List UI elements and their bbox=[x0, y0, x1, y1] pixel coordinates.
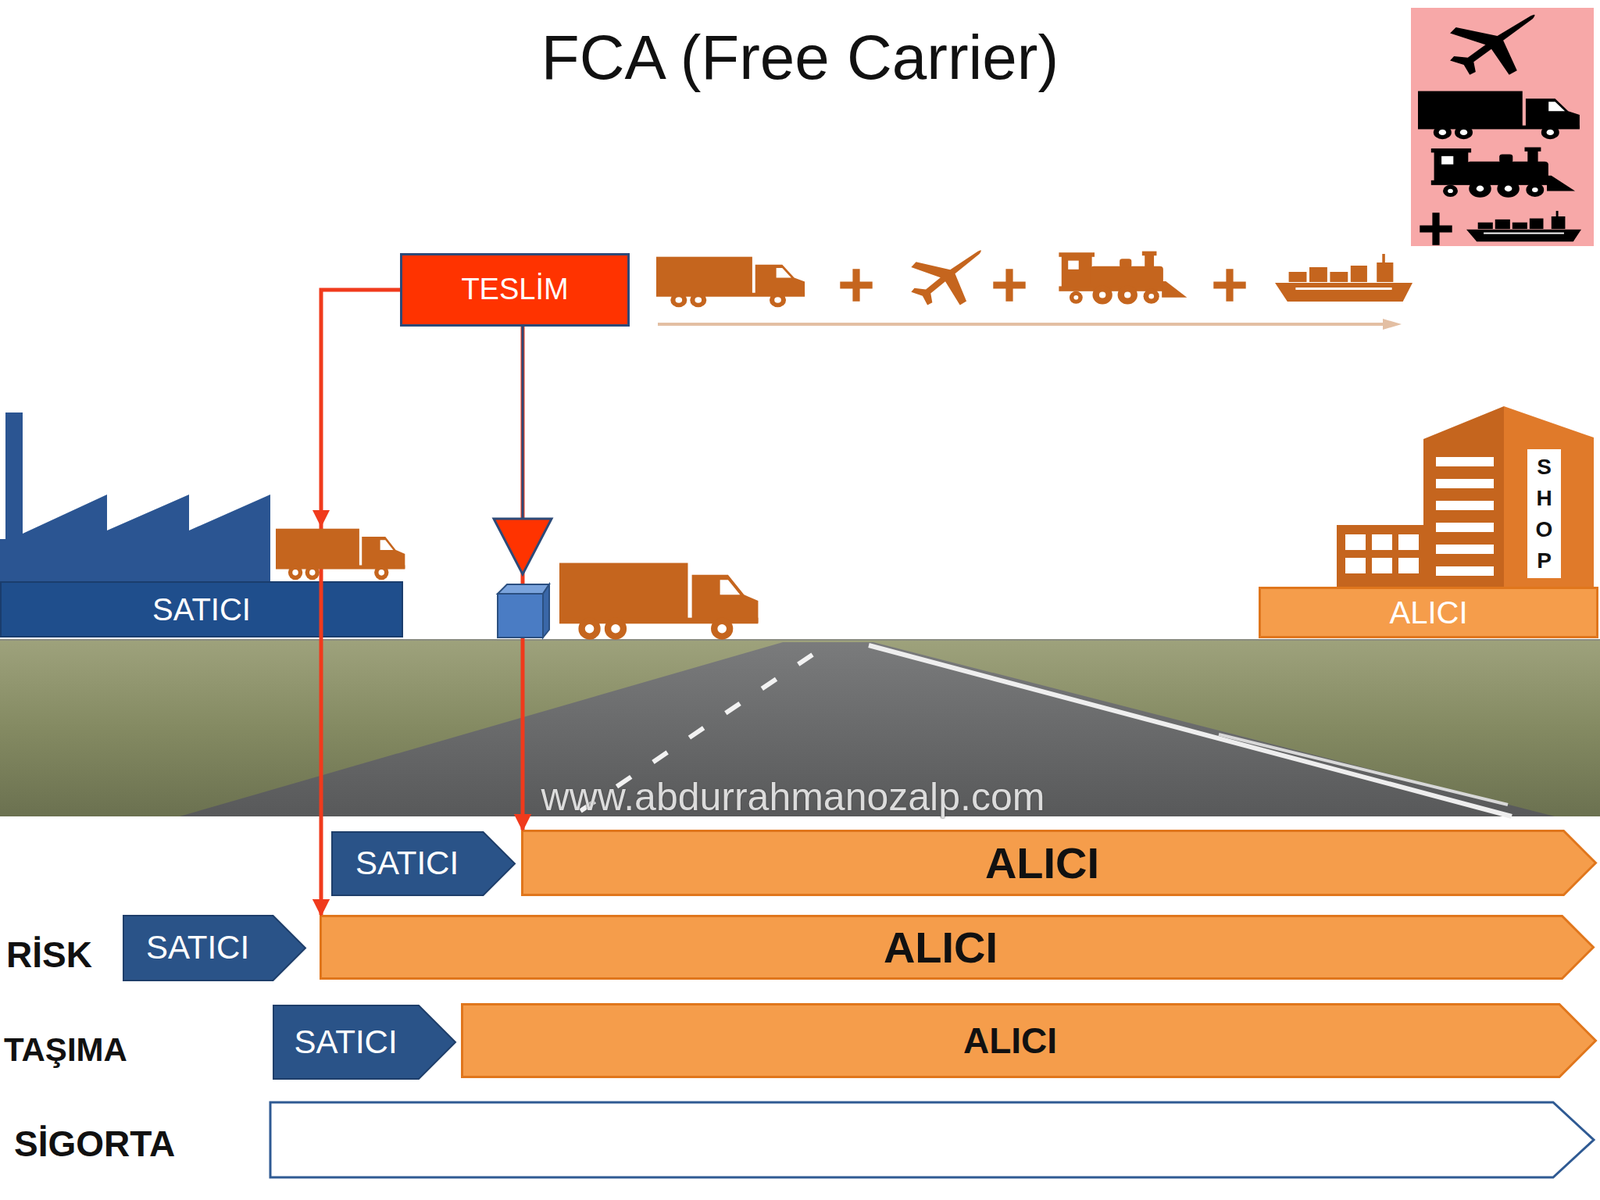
plus-symbol bbox=[1213, 268, 1246, 301]
seller-band: SATICI bbox=[0, 581, 404, 638]
buyer-arrow: ALICI bbox=[460, 1003, 1597, 1079]
buyer-arrow: ALICI bbox=[319, 914, 1595, 980]
seller-arrow: SATICI bbox=[331, 831, 516, 897]
route-arrow bbox=[657, 318, 1402, 330]
node-label: ALICI bbox=[1389, 595, 1468, 630]
pickup-arrowhead bbox=[312, 510, 330, 528]
pickup-truck bbox=[275, 528, 405, 580]
row-heading: RİSK bbox=[6, 929, 124, 980]
plane-icon bbox=[910, 250, 982, 305]
route-head bbox=[1382, 318, 1402, 330]
truck-icon bbox=[656, 257, 805, 308]
arrow-shape bbox=[321, 916, 1594, 979]
shop-low-block bbox=[1336, 525, 1427, 588]
arrow-shape bbox=[332, 832, 515, 896]
train-icon bbox=[1431, 147, 1575, 198]
ship-icon bbox=[1275, 253, 1413, 302]
goods-box bbox=[497, 584, 550, 638]
shop-tower bbox=[1423, 406, 1504, 588]
train-icon bbox=[1058, 251, 1187, 305]
delivery-leader-line bbox=[521, 326, 525, 519]
node-label: SATICI bbox=[293, 1024, 397, 1061]
delivery-box: TESLİM bbox=[400, 253, 630, 327]
delivery-connector bbox=[521, 326, 525, 830]
node-label: SATICI bbox=[146, 929, 250, 966]
shop-building bbox=[1336, 406, 1594, 588]
node-label: SATICI bbox=[152, 592, 251, 627]
plus-symbol bbox=[1419, 212, 1452, 245]
buyer-band: ALICI bbox=[1258, 586, 1599, 639]
seller-arrow: SATICI bbox=[272, 1004, 457, 1080]
arrow-shape bbox=[462, 1004, 1597, 1078]
shop-sign bbox=[1527, 449, 1561, 579]
plane-icon bbox=[1450, 14, 1535, 75]
node-label: ALICI bbox=[883, 923, 998, 972]
factory-building bbox=[0, 412, 271, 582]
delivery-connector bbox=[321, 289, 400, 915]
arrow-shape bbox=[273, 1005, 456, 1079]
panel-background bbox=[1410, 7, 1594, 247]
node-label: ALICI bbox=[963, 1021, 1058, 1061]
arrow-shape bbox=[123, 915, 306, 981]
row-heading: SİGORTA bbox=[14, 1118, 218, 1169]
shop-sign-text: S H O P bbox=[1527, 449, 1561, 579]
shop-windows bbox=[1345, 534, 1419, 574]
buyer-arrow: ALICI bbox=[521, 829, 1597, 897]
arrow-shape bbox=[522, 831, 1597, 896]
watermark: www.abdurrahmanozalp.com bbox=[421, 769, 1165, 825]
node-label: SATICI bbox=[355, 845, 459, 882]
truck-icon bbox=[1417, 91, 1580, 140]
ship-icon bbox=[1466, 210, 1582, 242]
delivery-marker bbox=[493, 518, 552, 575]
node-label: ALICI bbox=[985, 839, 1100, 888]
diagram-title: FCA (Free Carrier) bbox=[390, 20, 1210, 96]
plus-symbol bbox=[992, 268, 1025, 301]
row-heading: TAŞIMA bbox=[3, 1025, 161, 1075]
road-side-line bbox=[1218, 734, 1508, 805]
node-label: TESLİM bbox=[460, 273, 568, 307]
insurance-arrow bbox=[270, 1102, 1594, 1178]
carrier-truck bbox=[559, 563, 758, 640]
shop-side bbox=[1503, 406, 1594, 588]
shop-stripes bbox=[1435, 457, 1494, 576]
route-line bbox=[657, 322, 1391, 326]
transport-mode-panel bbox=[1410, 7, 1594, 247]
plus-symbol bbox=[839, 268, 872, 301]
seller-arrow: SATICI bbox=[122, 914, 307, 982]
multimodal-icons bbox=[656, 250, 1413, 308]
horizon-line bbox=[0, 639, 1600, 641]
